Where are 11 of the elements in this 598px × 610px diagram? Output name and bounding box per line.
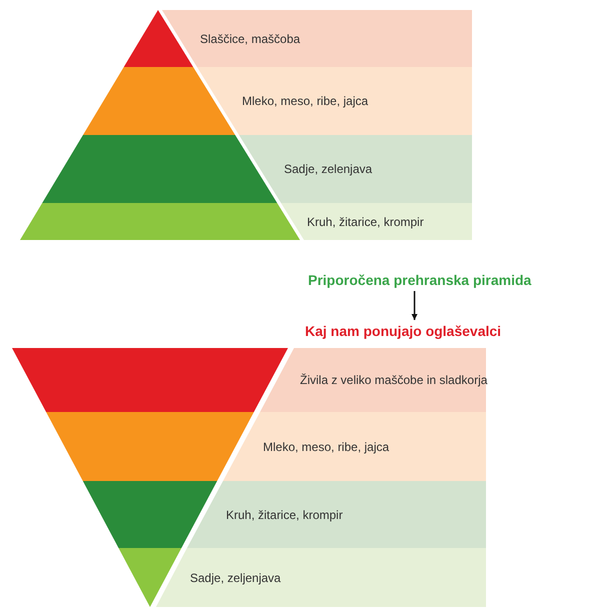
pyramid-heading: Priporočena prehranska piramida <box>308 270 597 290</box>
food-group-label: Kruh, žitarice, krompir <box>307 214 424 228</box>
food-group-label: Kruh, žitarice, krompir <box>226 508 343 522</box>
food-group-label: Sadje, zelenjava <box>284 162 372 176</box>
food-group-label: Mleko, meso, ribe, jajca <box>242 94 368 108</box>
food-group-label: Živila z veliko maščobe in sladkorja <box>300 373 488 387</box>
pyramid-heading: Kaj nam ponujajo oglaševalci <box>305 321 561 341</box>
food-group-label: Sadje, zeljenjava <box>190 570 281 584</box>
arrow <box>412 291 418 320</box>
food-group-label: Slaščice, maščoba <box>200 32 300 46</box>
food-group-label: Mleko, meso, ribe, jajca <box>263 440 390 454</box>
